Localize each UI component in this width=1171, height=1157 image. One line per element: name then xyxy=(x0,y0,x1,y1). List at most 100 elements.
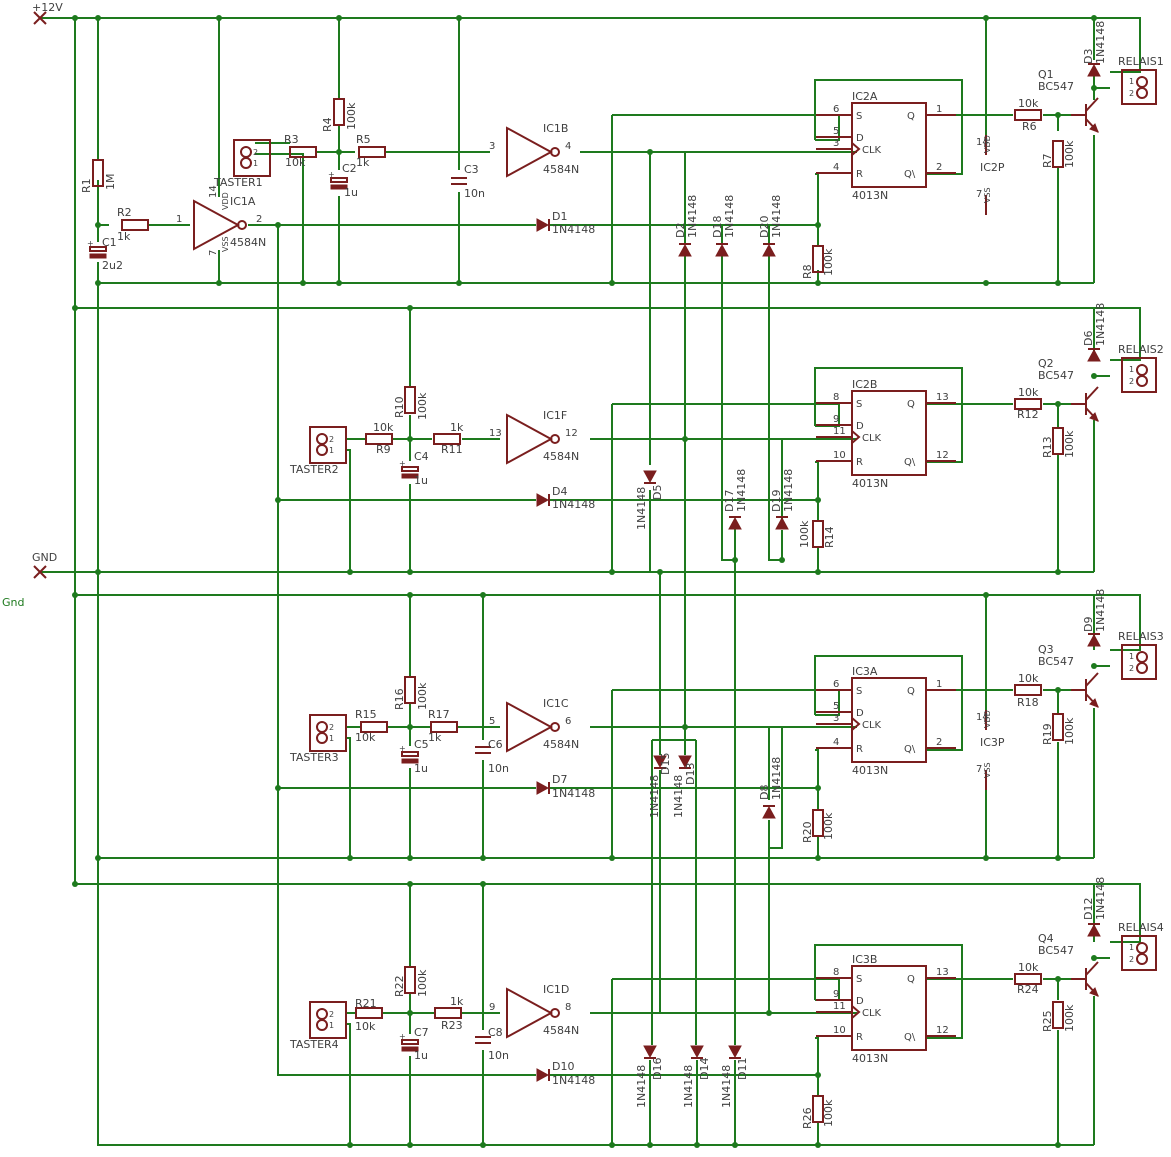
junction xyxy=(1091,15,1097,21)
junction xyxy=(983,15,989,21)
pin-label-d: D xyxy=(856,996,864,1007)
transistor-value: BC547 xyxy=(1038,944,1074,957)
resistor-value: 1M xyxy=(104,174,117,191)
pin-label-clk: CLK xyxy=(862,145,882,156)
junction xyxy=(682,436,688,442)
pin-number: 8 xyxy=(833,967,839,978)
junction xyxy=(407,881,413,887)
connector-pin xyxy=(240,146,252,158)
pin-number: 4 xyxy=(565,141,571,152)
junction xyxy=(779,557,785,563)
flipflop-body xyxy=(851,677,927,763)
relay-ref: RELAIS3 xyxy=(1118,630,1164,643)
resistor-body xyxy=(1052,713,1064,741)
emitter-arrow xyxy=(1089,412,1099,422)
resistor-value: 100k xyxy=(822,812,835,840)
pin-number: 13 xyxy=(936,392,949,403)
resistor-ref: R12 xyxy=(1017,408,1039,421)
button-ref: TASTER2 xyxy=(289,463,339,476)
junction xyxy=(609,1142,615,1148)
flipflop-ref: IC2B xyxy=(852,378,877,391)
wire xyxy=(768,255,782,561)
junction xyxy=(336,15,342,21)
resistor-value: 100k xyxy=(1063,717,1076,745)
flipflop-ref: IC3A xyxy=(852,665,878,678)
pin-number: 1 xyxy=(936,104,942,115)
pin-label-clk: CLK xyxy=(862,433,882,444)
diode-triangle xyxy=(762,243,776,257)
transistor-value: BC547 xyxy=(1038,369,1074,382)
capacitor-plate xyxy=(330,184,348,190)
capacitor-ref: C3 xyxy=(464,163,479,176)
junction xyxy=(815,1142,821,1148)
pin-number: 6 xyxy=(833,104,839,115)
pin-label-d: D xyxy=(856,708,864,719)
button-ref: TASTER3 xyxy=(289,751,339,764)
capacitor-plate xyxy=(401,473,419,479)
wire xyxy=(612,114,840,141)
junction xyxy=(480,1142,486,1148)
pin-number: 3 xyxy=(489,141,495,152)
junction xyxy=(1055,1142,1061,1148)
diode-value: 1N4148 xyxy=(723,195,736,238)
capacitor-plate xyxy=(330,177,348,183)
pin-number: 1 xyxy=(1129,77,1134,86)
resistor-value: 1k xyxy=(450,421,464,434)
pin-label-qn: Q\ xyxy=(904,744,916,755)
resistor-body xyxy=(404,676,416,704)
pin-label-s: S xyxy=(856,399,862,410)
transistor-ref: Q1 xyxy=(1038,68,1054,81)
diode-ref: D16 xyxy=(651,1058,664,1080)
capacitor-value: 10n xyxy=(488,762,509,775)
gate-value: 4584N xyxy=(543,450,579,463)
connector-pin xyxy=(1136,364,1148,376)
resistor-body xyxy=(404,386,416,414)
wire xyxy=(612,689,840,716)
junctions xyxy=(72,15,1097,1148)
junction xyxy=(1055,976,1061,982)
pin-number: 11 xyxy=(833,1001,846,1012)
resistor-body xyxy=(355,1007,383,1019)
resistor-body xyxy=(430,721,458,733)
polarity-mark: + xyxy=(328,170,335,179)
junction xyxy=(1055,569,1061,575)
resistor-ref: R22 xyxy=(393,975,406,997)
resistor-ref: R6 xyxy=(1022,120,1037,133)
resistor-value: 10k xyxy=(355,731,376,744)
diode-value: 1N4148 xyxy=(1094,303,1107,346)
resistor-ref: R19 xyxy=(1041,723,1054,745)
flipflop-body xyxy=(851,965,927,1051)
pin-number: 7 xyxy=(976,764,982,775)
wire xyxy=(75,594,1141,651)
gnd-net-label: Gnd xyxy=(2,596,24,609)
flipflop-body xyxy=(851,390,927,476)
junction xyxy=(72,881,78,887)
flipflop-ref: IC2A xyxy=(852,90,878,103)
resistor-body xyxy=(360,721,388,733)
junction xyxy=(407,724,413,730)
resistor-value: 10k xyxy=(1018,386,1039,399)
junction xyxy=(347,569,353,575)
power-unit-ref: IC3P xyxy=(980,736,1005,749)
capacitor-plate xyxy=(89,253,107,259)
connector-body xyxy=(309,714,347,752)
junction xyxy=(456,15,462,21)
inverter-triangle xyxy=(506,126,554,178)
wire xyxy=(40,17,1141,73)
emitter-arrow xyxy=(1089,987,1099,997)
pin-label-clk: CLK xyxy=(862,1008,882,1019)
